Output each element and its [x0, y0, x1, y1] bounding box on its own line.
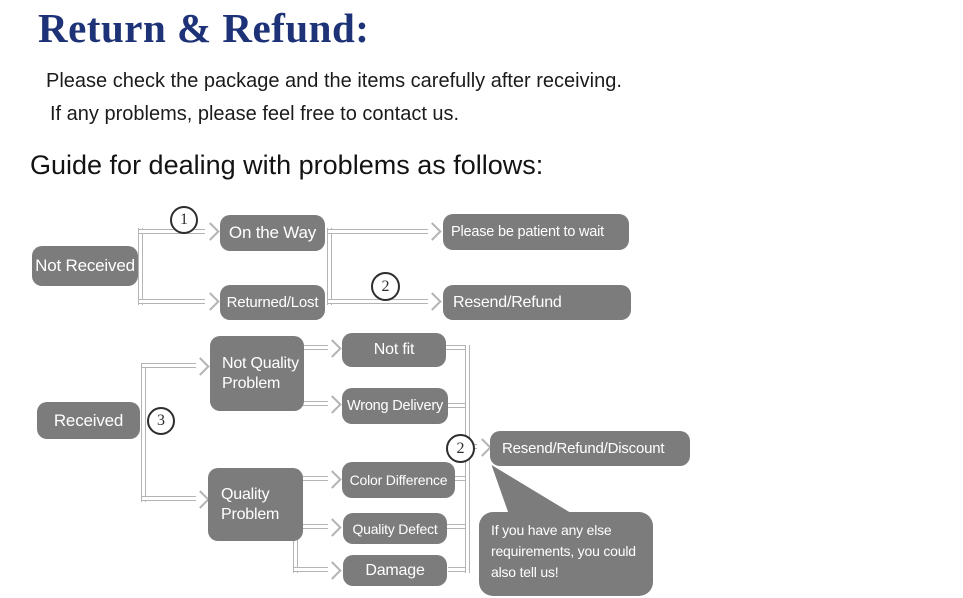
step-1-badge: 1 [170, 206, 198, 234]
speech-bubble-tail [491, 465, 575, 515]
arrow-right-icon [191, 490, 210, 509]
connector-h-to-not-quality-problem [142, 363, 196, 368]
arrow-right-icon [323, 561, 342, 580]
node-resend-refund: Resend/Refund [443, 285, 631, 320]
connector-h-to-damage [294, 567, 328, 572]
connector-h-to-on-the-way [139, 229, 205, 234]
connector-h-wrong-delivery-out [448, 403, 469, 408]
bubble-line-1: If you have any else [491, 522, 612, 538]
connector-h-to-resend-refund [328, 299, 428, 304]
node-returned-lost: Returned/Lost [220, 285, 325, 320]
bubble-line-3: also tell us! [491, 564, 559, 580]
page-title: Return & Refund: [38, 5, 370, 51]
connector-h-to-quality-problem [142, 496, 196, 501]
intro-line-1: Please check the package and the items c… [46, 70, 622, 92]
connector-v-received-bus [141, 363, 146, 502]
arrow-right-icon [323, 339, 342, 358]
arrow-right-icon [323, 395, 342, 414]
connector-h-to-wrong-delivery [294, 401, 328, 406]
arrow-right-icon [423, 222, 442, 241]
node-resend-refund-discount: Resend/Refund/Discount [490, 431, 690, 466]
connector-h-not-fit-out [446, 345, 469, 350]
guide-heading: Guide for dealing with problems as follo… [30, 150, 544, 180]
step-3-badge: 3 [147, 407, 175, 435]
bubble-line-2: requirements, you could [491, 543, 636, 559]
connector-h-to-returned-lost [139, 299, 205, 304]
connector-h-quality-defect-out [447, 524, 469, 529]
arrow-right-icon [473, 438, 492, 457]
arrow-right-icon [201, 292, 220, 311]
connector-v-on-the-way-bus [327, 228, 332, 305]
step-2-badge: 2 [446, 434, 475, 463]
node-quality-defect: Quality Defect [343, 513, 447, 544]
node-not-fit: Not fit [342, 333, 446, 367]
node-quality-problem: Quality Problem [208, 468, 303, 541]
connector-h-damage-out [448, 567, 469, 572]
arrow-right-icon [191, 357, 210, 376]
arrow-right-icon [323, 518, 342, 537]
connector-v-not-received [138, 228, 143, 305]
node-damage: Damage [343, 555, 447, 586]
node-wrong-delivery: Wrong Delivery [342, 388, 448, 424]
node-on-the-way: On the Way [220, 215, 325, 251]
step-2-badge: 2 [371, 272, 400, 301]
connector-h-to-not-fit [294, 345, 328, 350]
node-not-received: Not Received [32, 246, 138, 286]
intro-line-2: If any problems, please feel free to con… [50, 103, 460, 125]
arrow-right-icon [201, 222, 220, 241]
node-please-wait: Please be patient to wait [443, 214, 629, 250]
node-received: Received [37, 402, 140, 439]
connector-h-to-quality-defect [294, 524, 328, 529]
arrow-right-icon [423, 292, 442, 311]
node-not-quality-problem: Not Quality Problem [210, 336, 304, 411]
connector-h-color-difference-out [455, 476, 469, 481]
node-color-difference: Color Difference [342, 462, 455, 498]
arrow-right-icon [323, 470, 342, 489]
connector-h-to-please-wait [328, 229, 428, 234]
speech-bubble: If you have any else requirements, you c… [479, 512, 653, 596]
connector-h-to-color-difference [294, 476, 328, 481]
